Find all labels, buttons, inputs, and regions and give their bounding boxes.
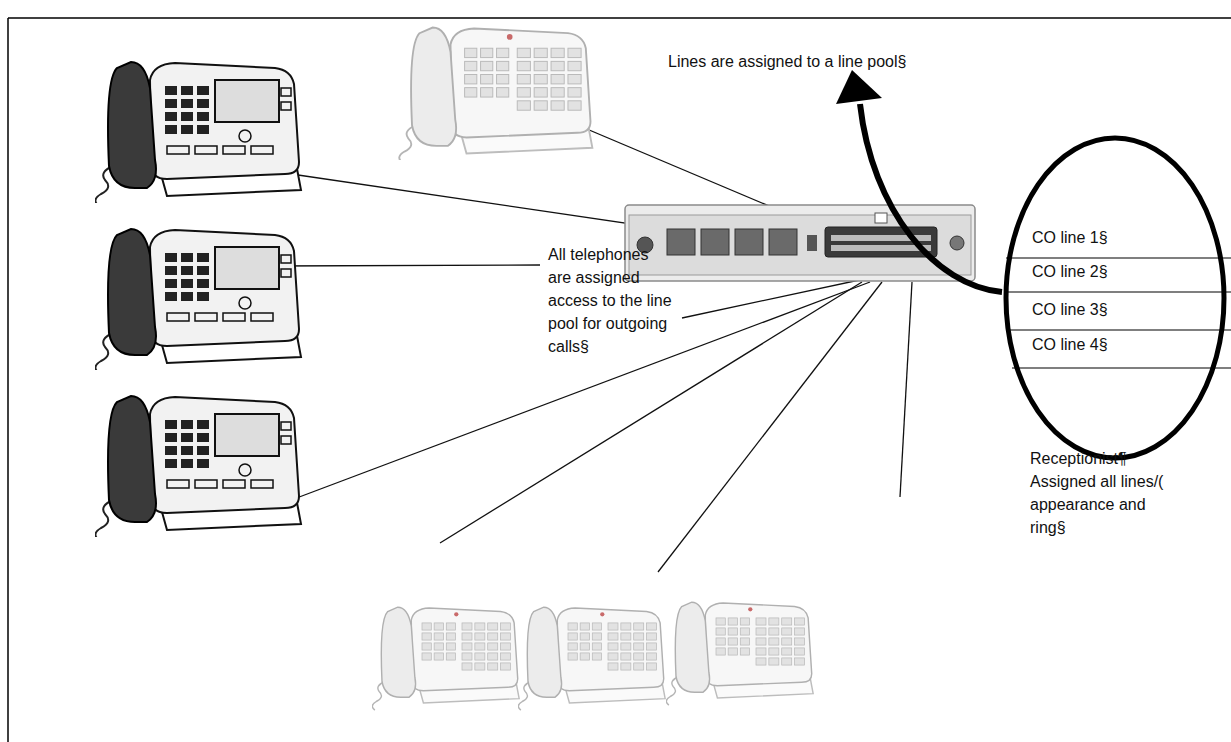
line-label: CO line 4§ — [1032, 335, 1108, 355]
phone-wire — [682, 276, 878, 318]
curved-arrow — [860, 104, 1002, 292]
line-label: CO line 2§ — [1032, 262, 1108, 282]
arrow-head — [836, 70, 882, 104]
co-line-rows — [1004, 258, 1231, 368]
pool-oval — [1003, 135, 1227, 461]
figure-frame — [8, 18, 1231, 742]
co-line-wire — [1012, 367, 1231, 368]
system-unit — [625, 205, 975, 281]
line-label: CO line 3§ — [1032, 300, 1108, 320]
callout-text: All telephones are assigned access to th… — [548, 243, 674, 358]
telephone — [372, 607, 519, 710]
co-line-wire — [1006, 329, 1231, 330]
oval-outline — [1006, 138, 1224, 458]
callout-text: Assigned all lines/( appearance and ring… — [1030, 470, 1174, 539]
callout-text: Lines are assigned to a line pool§ — [668, 50, 906, 73]
frame-line — [7, 18, 9, 742]
phone-wire — [658, 282, 882, 572]
telephone — [95, 62, 301, 206]
co-line-wire — [1004, 291, 1231, 292]
frame-line — [8, 17, 1231, 19]
phone-wires — [272, 105, 912, 572]
telephone — [518, 607, 665, 710]
co-line-pool: CO line 1§ CO line 2§ CO line 3§ CO line 4§ — [1003, 135, 1227, 461]
line-label: CO line 1§ — [1032, 228, 1108, 248]
callout-text: Receptionist¶ — [1030, 447, 1127, 470]
telephone — [95, 229, 301, 373]
telephone — [666, 602, 813, 705]
telephone — [399, 28, 592, 163]
telephone — [95, 396, 301, 540]
phone-wire — [272, 265, 540, 266]
co-line-wire — [1006, 257, 1231, 258]
pool-arrow — [836, 70, 1002, 292]
phone-wire — [900, 282, 912, 497]
